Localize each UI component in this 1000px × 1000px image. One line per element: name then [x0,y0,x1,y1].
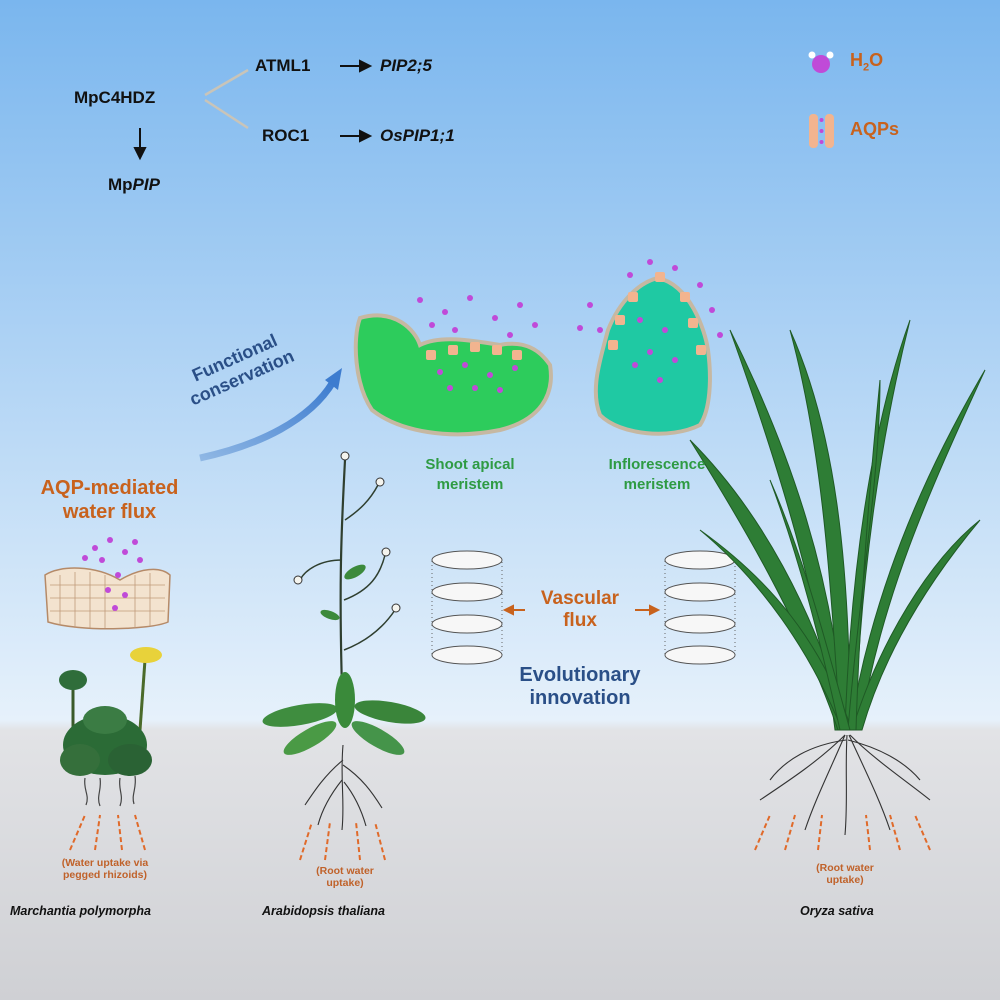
shoot-apical-meristem [353,295,553,437]
roc1-label: ROC1 [262,126,310,145]
uptake-arrows-oryza [754,814,931,851]
vascular-bundle-right [664,550,736,665]
sam-line-1: Shoot apical [425,456,515,473]
uptake-arrows-arabidopsis [299,821,386,861]
aqp-flux-line-2: water flux [62,501,157,523]
aqp-flux-label: AQP-mediated water flux [12,476,207,524]
ospip-label: OsPIP1;1 [380,126,455,145]
mppip-suffix: PIP [132,175,160,194]
inflorescence-meristem-label: Inflorescence meristem [582,455,732,495]
aquaporin-icon [809,114,834,148]
arabidopsis-plant [262,451,426,831]
im-line-2: meristem [623,476,691,493]
pip25-label: PIP2;5 [380,56,432,75]
evo-line-1: Evolutionary [519,664,641,686]
shoot-apical-meristem-label: Shoot apical meristem [395,455,545,495]
vascular-flux-arrows [502,604,661,616]
water-molecule-icon [808,51,834,73]
oryza-uptake-label: (Root water uptake) [795,862,895,886]
arabidopsis-uptake-label: (Root water uptake) [295,865,395,889]
atml1-label: ATML1 [255,56,311,75]
pathway-branch [204,68,249,130]
marchantia-plant [59,647,162,807]
species-oryza: Oryza sativa [800,904,874,918]
im-line-1: Inflorescence [608,456,706,473]
arabidopsis-uptake-line-2: uptake) [326,877,364,889]
vascular-bundle-left [431,550,503,665]
vascular-line-2: flux [563,610,597,631]
water-o: O [869,50,884,70]
species-marchantia: Marchantia polymorpha [10,904,151,918]
oryza-plant [689,319,986,731]
aqp-flux-line-1: AQP-mediated [40,477,179,499]
marchantia-tissue [44,537,171,630]
oryza-uptake-line-2: uptake) [826,874,864,886]
conservation-arrow [199,380,336,462]
water-sub: 2 [863,61,870,74]
vascular-flux-label: Vascular flux [525,588,635,632]
aqp-legend-label: AQPs [850,119,900,139]
oryza-uptake-line-1: (Root water [816,862,874,874]
sam-line-2: meristem [436,476,504,493]
evolutionary-innovation-label: Evolutionary innovation [495,664,665,710]
arabidopsis-uptake-line-1: (Root water [316,865,374,877]
oryza-roots [759,734,931,836]
inflorescence-meristem [577,259,723,436]
water-legend-label: H2O [850,50,883,74]
species-arabidopsis: Arabidopsis thaliana [262,904,385,918]
marchantia-uptake-label: (Water uptake via pegged rhizoids) [45,857,165,881]
marchantia-uptake-line-2: pegged rhizoids) [63,869,147,881]
vascular-line-1: Vascular [540,588,620,609]
mpc4hdz-label: MpC4HDZ [74,88,156,107]
marchantia-uptake-line-1: (Water uptake via [61,857,149,869]
uptake-arrows-marchantia [69,814,146,851]
mppip-label: MpPIP [108,175,160,195]
mppip-prefix: Mp [108,175,133,194]
evo-line-2: innovation [529,687,631,709]
pathway-arrows [133,59,373,161]
water-h: H [850,50,863,70]
